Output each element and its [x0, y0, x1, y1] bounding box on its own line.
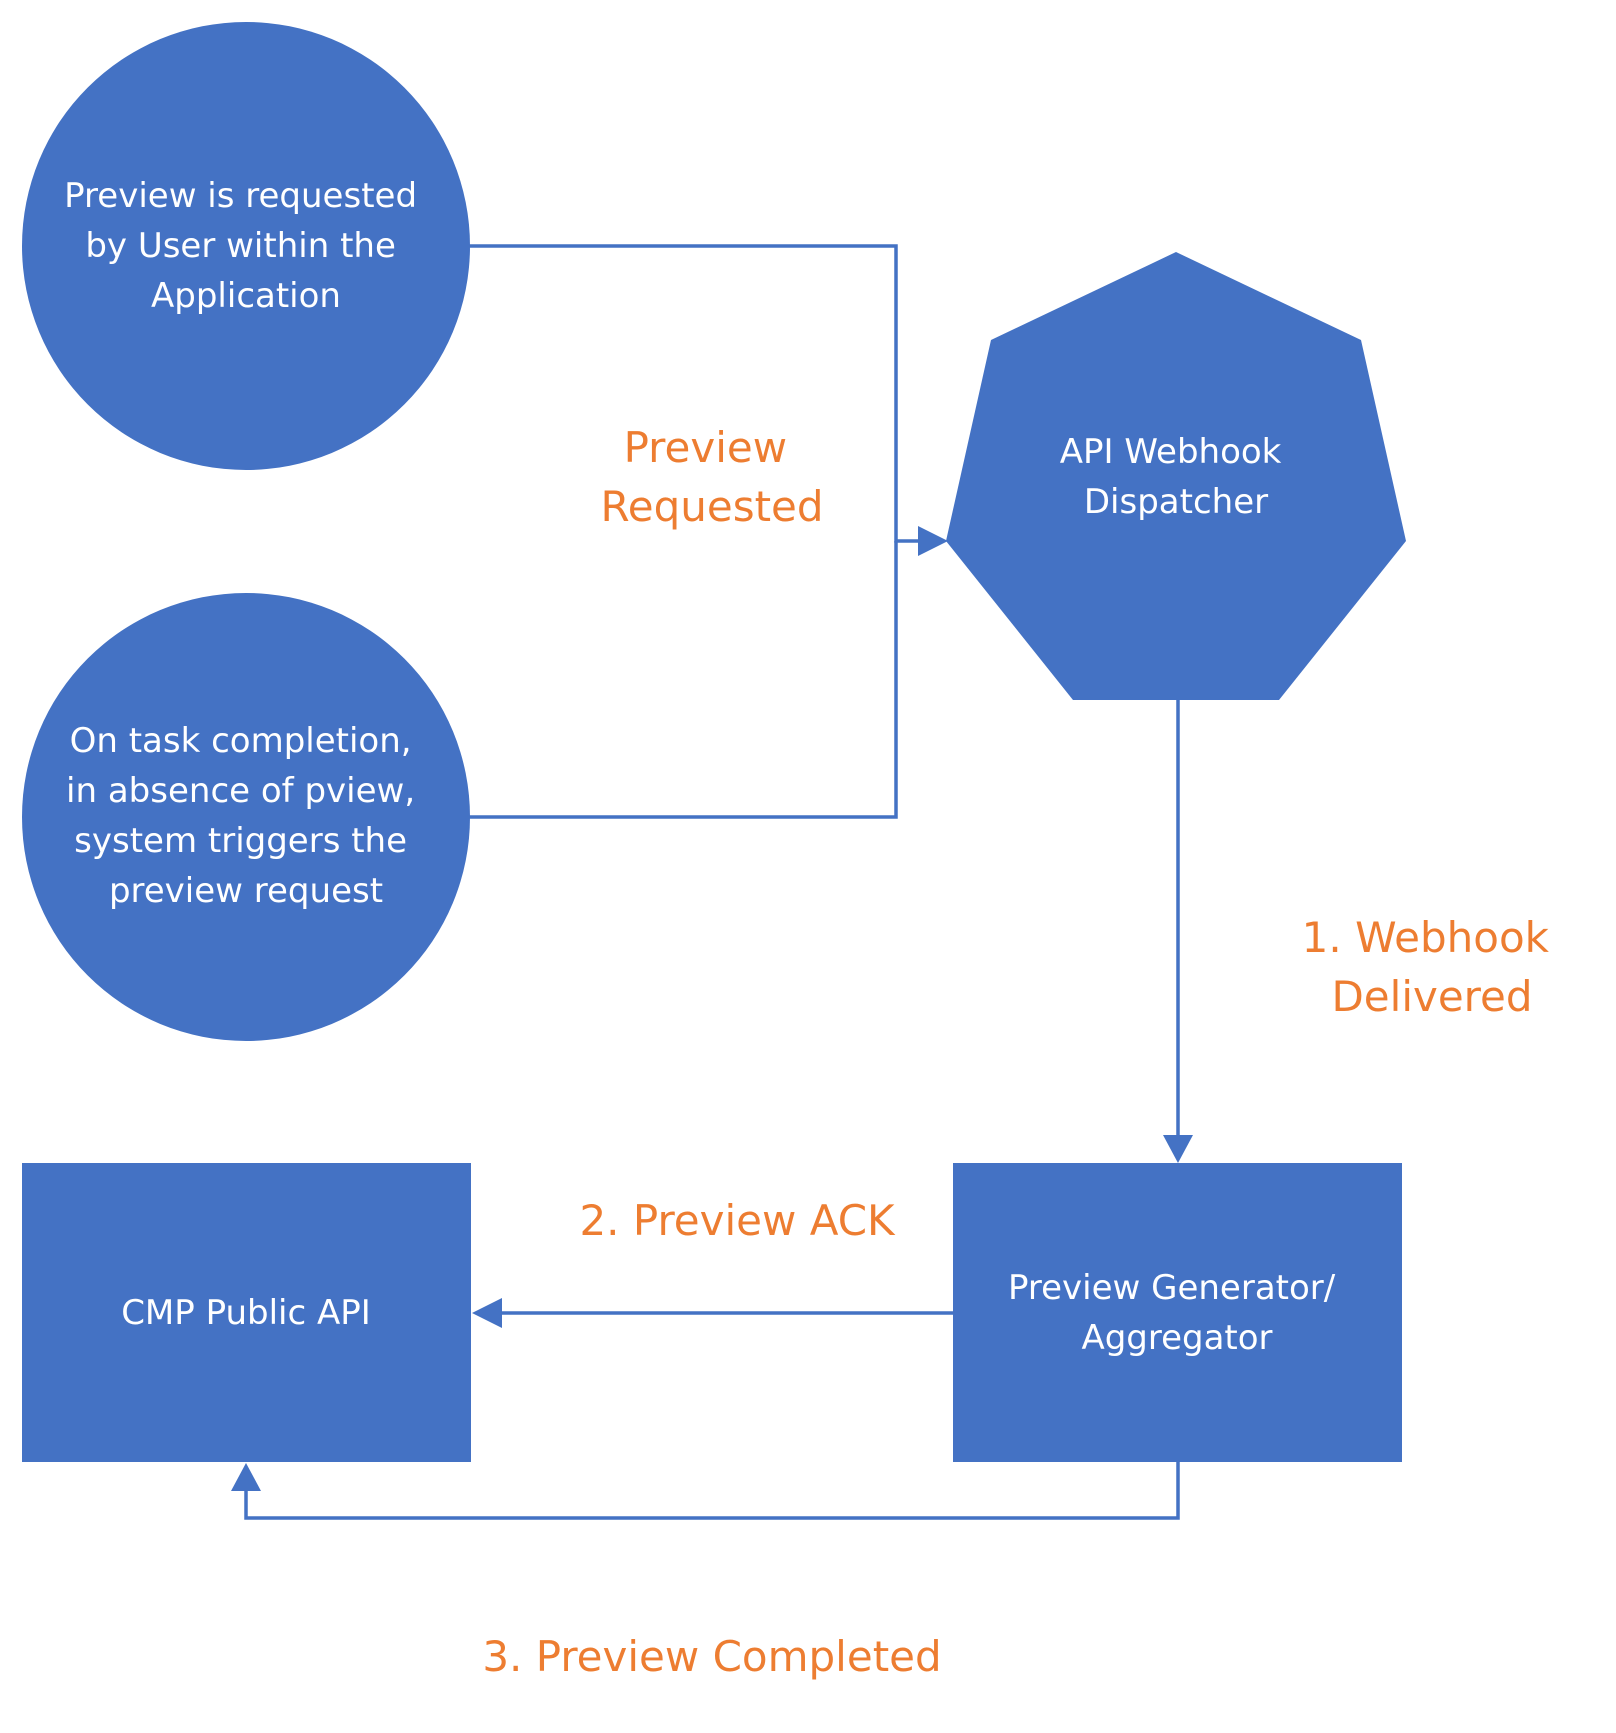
preview-completed-label: 3. Preview Completed — [482, 1632, 941, 1681]
node-labels: Preview is requested by User within the … — [64, 176, 1346, 1358]
arrowhead-into-public-api-bottom — [231, 1463, 261, 1491]
edge-generator-to-public-api-completed — [244, 1462, 1180, 1520]
preview-requested-label: Preview Requested — [600, 423, 823, 531]
system-trigger-text: On task completion, in absence of pview,… — [66, 721, 426, 911]
arrowhead-into-public-api-side — [472, 1298, 502, 1328]
webhook-dispatcher-node — [946, 252, 1406, 700]
edge-system-trigger-to-dispatcher — [469, 541, 898, 819]
user-request-text: Preview is requested by User within the … — [64, 176, 428, 316]
webhook-dispatcher-text: API Webhook Dispatcher — [1060, 432, 1292, 522]
arrowhead-into-dispatcher — [918, 526, 948, 556]
arrowhead-into-generator — [1163, 1135, 1193, 1163]
edge-user-request-to-dispatcher — [469, 244, 930, 543]
cmp-public-api-text: CMP Public API — [121, 1293, 371, 1333]
nodes — [22, 22, 1406, 1462]
preview-generator-node — [953, 1163, 1402, 1462]
cmp-public-api-node — [22, 1163, 471, 1462]
webhook-delivered-label: 1. Webhook Delivered — [1302, 913, 1563, 1021]
edge-labels: Preview Requested 1. Webhook Delivered 2… — [482, 423, 1563, 1681]
user-request-node — [22, 22, 470, 470]
preview-ack-label: 2. Preview ACK — [579, 1196, 896, 1245]
connectors — [231, 244, 1193, 1520]
system-trigger-node — [22, 593, 470, 1041]
preview-generator-text: Preview Generator/ Aggregator — [1008, 1268, 1346, 1358]
